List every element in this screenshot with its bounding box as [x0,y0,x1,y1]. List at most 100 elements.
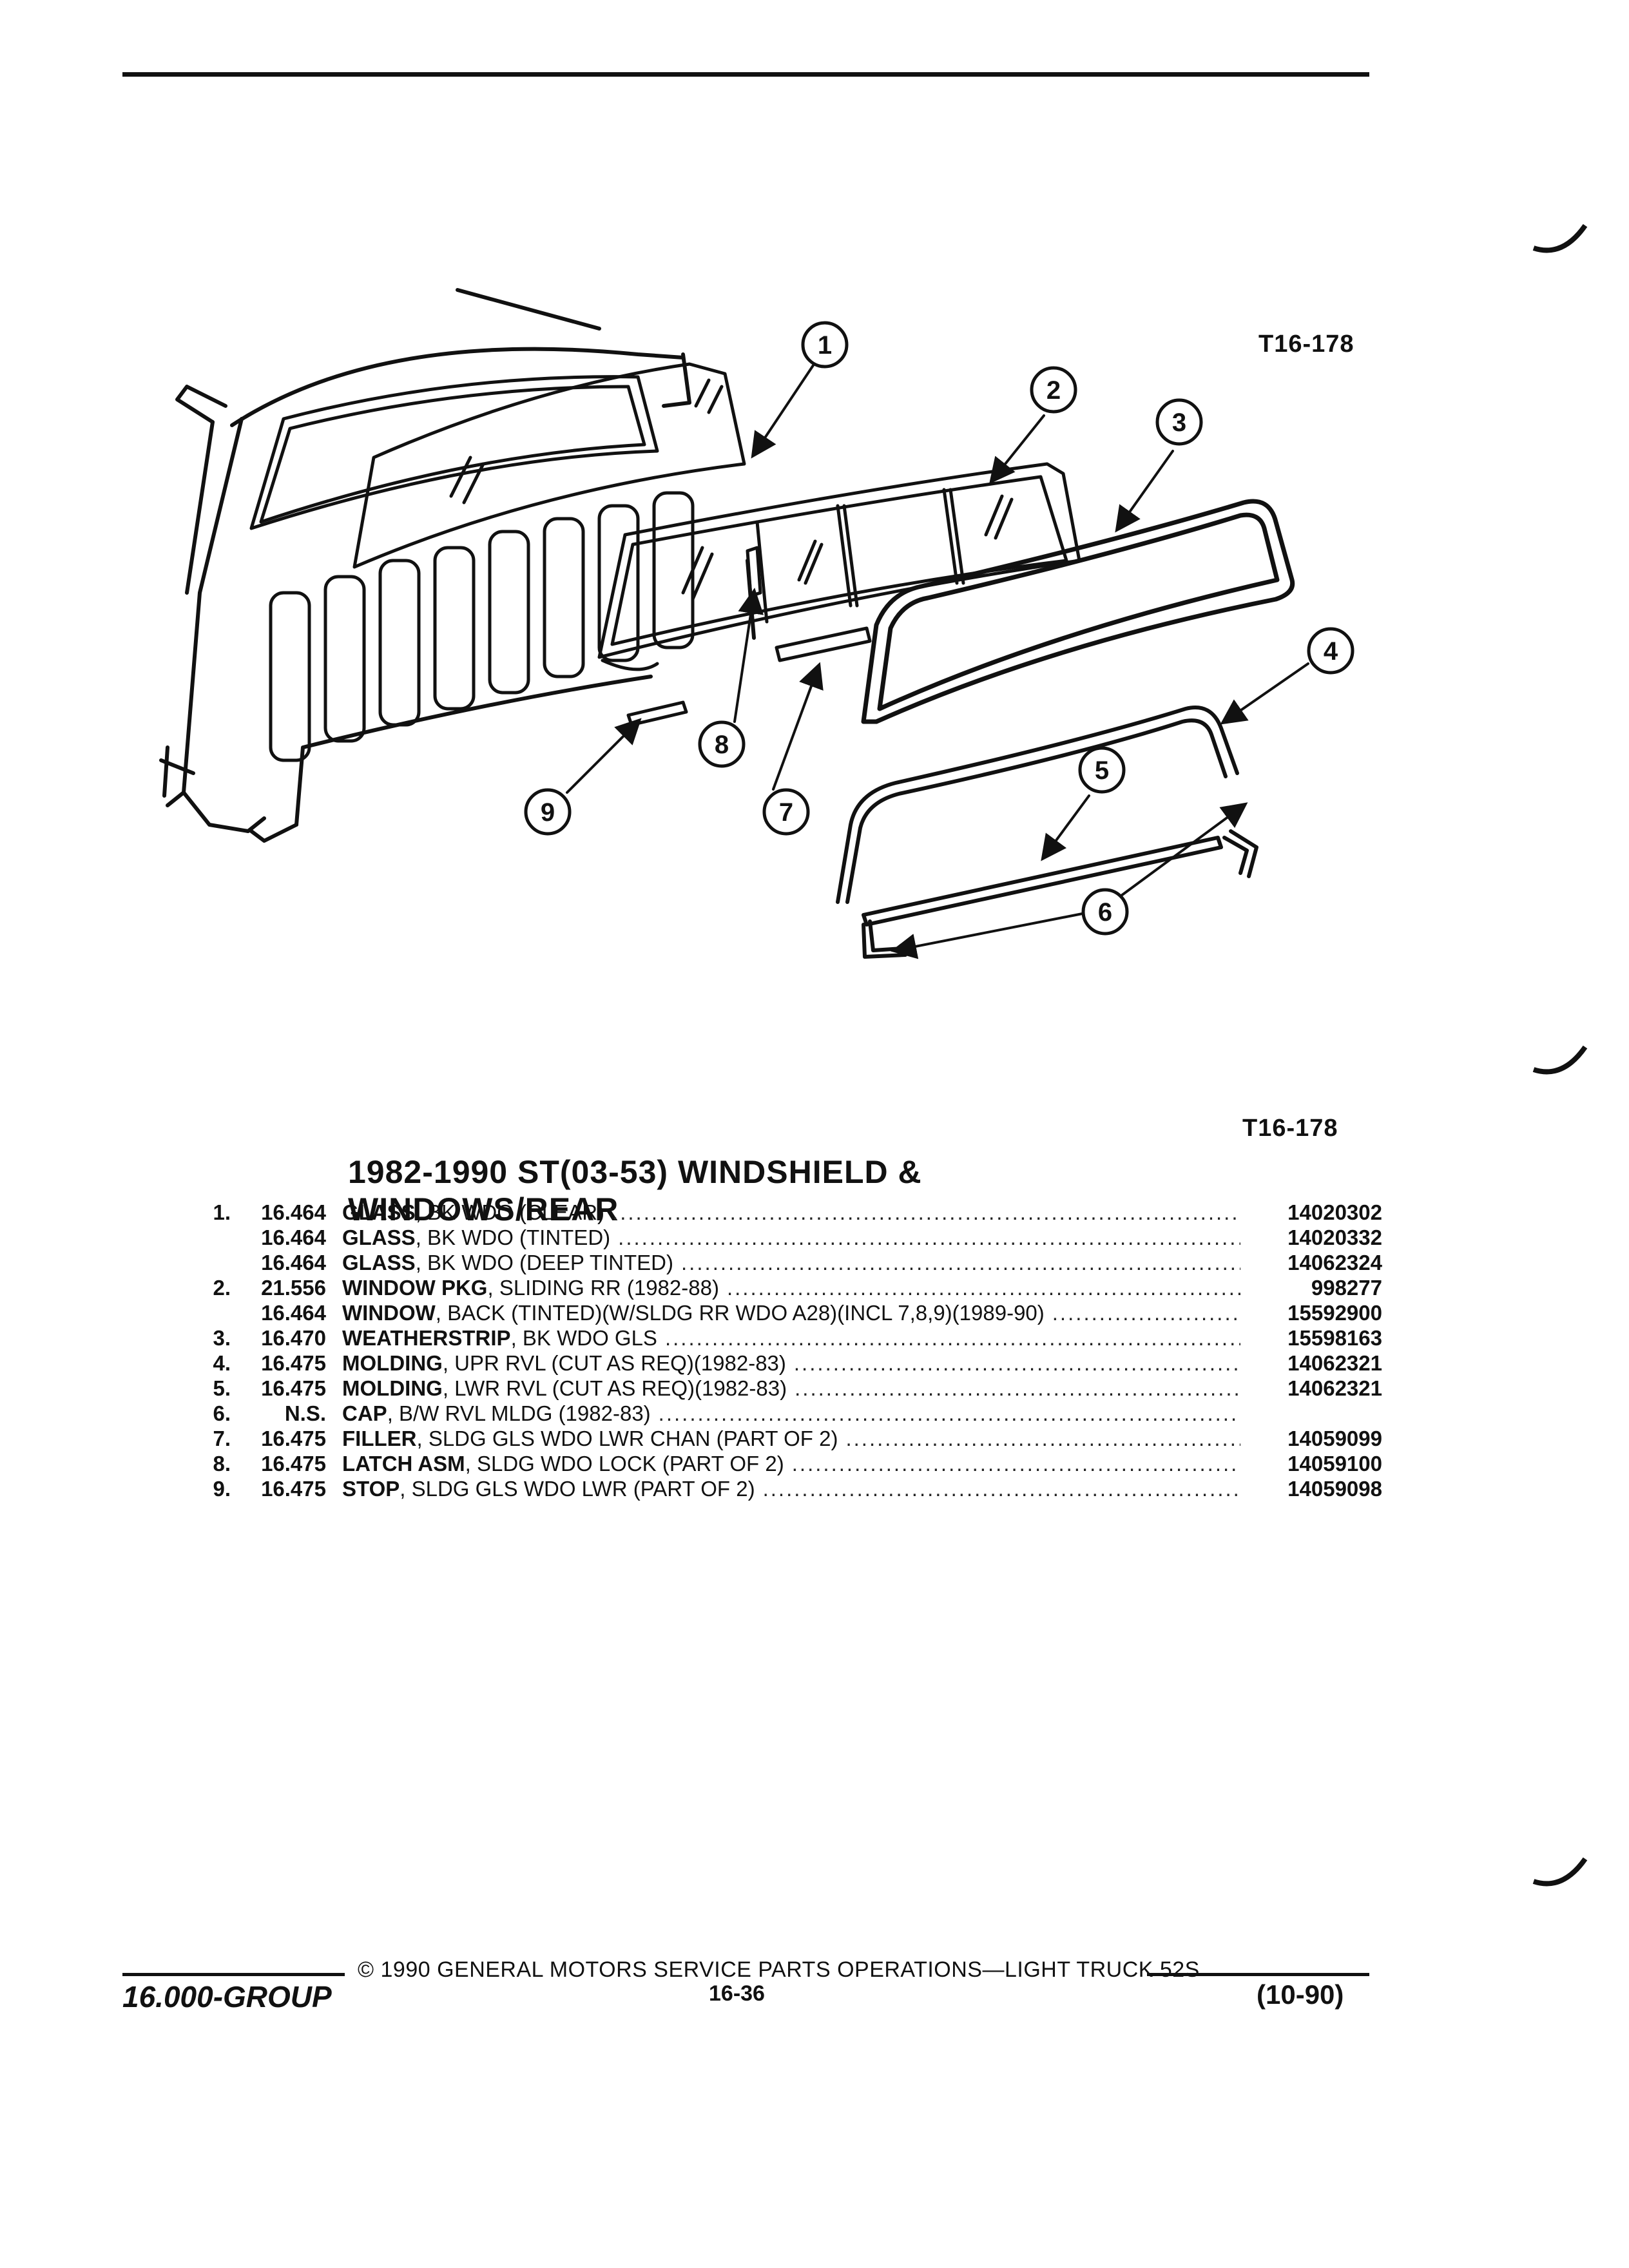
parts-row: 4. 16.475 MOLDING, UPR RVL (CUT AS REQ)(… [193,1350,1382,1376]
binder-mark [1532,224,1588,253]
part-description: , BK WDO (DEEP TINTED) [415,1251,674,1274]
item-number: 7. [213,1427,231,1450]
part-name: WEATHERSTRIP [342,1326,511,1350]
leader-dots [727,1275,1240,1300]
parts-row: 16.464 WINDOW, BACK (TINTED)(W/SLDG RR W… [193,1300,1382,1325]
part-description: , B/W RVL MLDG (1982-83) [387,1401,651,1425]
group-number: 16.475 [261,1452,326,1475]
back-window-glass [352,362,746,569]
part-description: , BK WDO (CLEAR) [415,1200,605,1224]
lower-channel-filler [775,626,872,662]
callout-6: 6 [1098,898,1112,927]
exploded-parts-diagram: 1 2 3 4 5 6 7 8 9 [159,288,1354,959]
latch-assembly [746,546,762,598]
leader-dots [763,1476,1240,1501]
callout-9: 9 [541,798,555,827]
part-description: , BK WDO (TINTED) [415,1225,611,1249]
leader-dots [845,1426,1240,1451]
footer-rule-left [122,1973,345,1976]
callout-numbers: 1 2 3 4 5 6 7 8 9 [541,331,1338,927]
group-number: 16.475 [261,1351,326,1375]
part-number: 14059100 [1287,1452,1382,1475]
part-name: WINDOW PKG [342,1276,488,1300]
part-name: GLASS [342,1200,416,1224]
header-rule [122,72,1369,77]
group-number: 16.475 [261,1427,326,1450]
part-name: GLASS [342,1225,416,1249]
part-number: 14059098 [1287,1477,1382,1501]
part-number: 14020332 [1287,1225,1382,1249]
part-number: 15598163 [1287,1326,1382,1350]
callout-circles [524,321,1354,936]
leader-dots [659,1401,1240,1426]
part-description: , LWR RVL (CUT AS REQ)(1982-83) [442,1376,787,1400]
group-number: N.S. [284,1401,326,1425]
item-number: 1. [213,1200,231,1224]
part-number: 15592900 [1287,1301,1382,1325]
group-number: 16.464 [261,1251,326,1274]
upper-reveal-molding [836,706,1239,904]
leader-dots [665,1325,1240,1350]
binder-mark [1532,1857,1588,1887]
group-label: 16.000-GROUP [122,1980,332,2013]
binder-mark [1532,1045,1588,1075]
figure-code-bottom: T16-178 [1242,1115,1338,1142]
part-description: , SLIDING RR (1982-88) [487,1276,719,1300]
part-number: 14020302 [1287,1200,1382,1224]
callout-3: 3 [1172,408,1186,437]
part-description: , BK WDO GLS [510,1326,657,1350]
parts-row: 2. 21.556 WINDOW PKG, SLIDING RR (1982-8… [193,1275,1382,1300]
part-name: LATCH ASM [342,1452,465,1475]
callout-1: 1 [818,331,832,360]
leader-dots [794,1350,1240,1376]
item-number: 9. [213,1477,231,1501]
callout-8: 8 [715,731,729,759]
parts-row: 3. 16.470 WEATHERSTRIP, BK WDO GLS 15598… [193,1325,1382,1350]
group-number: 16.464 [261,1301,326,1325]
parts-row: 5. 16.475 MOLDING, LWR RVL (CUT AS REQ)(… [193,1376,1382,1401]
part-number: 14062324 [1287,1251,1382,1274]
group-number: 16.475 [261,1376,326,1400]
item-number: 3. [213,1326,231,1350]
item-number: 2. [213,1276,231,1300]
parts-row: 16.464 GLASS, BK WDO (TINTED) 14020332 [193,1225,1382,1250]
part-description: , SLDG GLS WDO LWR (PART OF 2) [400,1477,755,1501]
cab-window-opening [249,375,659,530]
item-number: 5. [213,1376,231,1400]
group-number: 21.556 [261,1276,326,1300]
part-name: MOLDING [342,1351,443,1375]
part-name: MOLDING [342,1376,443,1400]
part-description: , UPR RVL (CUT AS REQ)(1982-83) [442,1351,786,1375]
leader-dots [612,1200,1240,1225]
parts-row: 8. 16.475 LATCH ASM, SLDG WDO LOCK (PART… [193,1451,1382,1476]
parts-row: 9. 16.475 STOP, SLDG GLS WDO LWR (PART O… [193,1476,1382,1501]
group-number: 16.464 [261,1200,326,1224]
part-description: , SLDG GLS WDO LWR CHAN (PART OF 2) [416,1427,838,1450]
parts-row: 7. 16.475 FILLER, SLDG GLS WDO LWR CHAN … [193,1426,1382,1451]
copyright-notice: © 1990 GENERAL MOTORS SERVICE PARTS OPER… [358,1957,1200,1982]
reveal-molding-caps [862,829,1258,959]
leader-dots [795,1376,1240,1401]
part-number: 998277 [1311,1276,1382,1300]
leader-dots [681,1250,1240,1275]
leader-lines [566,356,1309,959]
revision-date: (10-90) [1257,1979,1344,2010]
part-name: CAP [342,1401,387,1425]
part-name: WINDOW [342,1301,436,1325]
item-number: 6. [213,1401,231,1425]
callout-4: 4 [1324,637,1338,666]
part-number: 14062321 [1287,1351,1382,1375]
cab-back-panel [159,288,756,843]
part-number: 14062321 [1287,1376,1382,1400]
leader-dots [618,1225,1240,1250]
callout-2: 2 [1046,376,1061,405]
group-number: 16.475 [261,1477,326,1501]
page-number: 16-36 [709,1981,765,2006]
group-number: 16.464 [261,1225,326,1249]
part-name: STOP [342,1477,400,1501]
part-description: , SLDG WDO LOCK (PART OF 2) [465,1452,784,1475]
callout-5: 5 [1095,756,1109,785]
part-description: , BACK (TINTED)(W/SLDG RR WDO A28)(INCL … [435,1301,1045,1325]
figure-code-top: T16-178 [1258,331,1354,358]
footer-rule-right [1147,1973,1369,1976]
